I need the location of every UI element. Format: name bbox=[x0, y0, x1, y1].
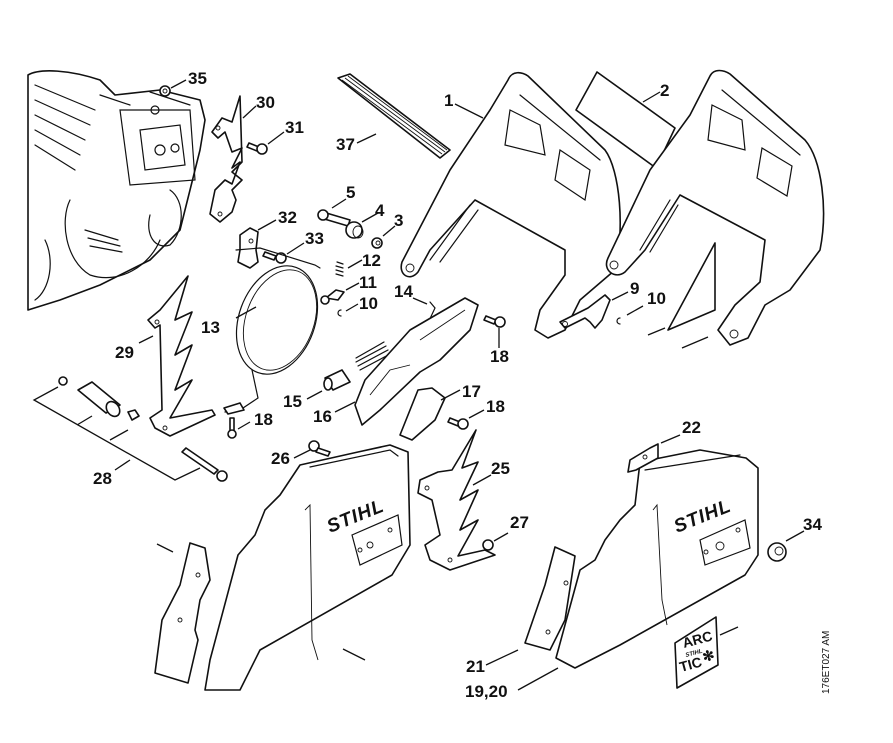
part-30-bumper-spike: 30 bbox=[209, 93, 275, 223]
arctic-badge: ARC STIHL TIC ✻ bbox=[674, 616, 739, 689]
coil-spring bbox=[355, 341, 391, 371]
label-21: 21 bbox=[466, 657, 485, 676]
part-15-sleeve: 15 bbox=[283, 369, 351, 411]
part-26-screw: 26 bbox=[271, 440, 331, 468]
part-13-brake-band: 13 bbox=[201, 247, 321, 415]
part-4-bushing: 4 bbox=[345, 201, 385, 239]
label-11: 11 bbox=[359, 273, 377, 292]
label-31: 31 bbox=[285, 118, 304, 137]
label-15: 15 bbox=[283, 392, 302, 411]
label-18c: 18 bbox=[486, 397, 505, 416]
label-32: 32 bbox=[278, 208, 297, 227]
label-16: 16 bbox=[313, 407, 332, 426]
label-37: 37 bbox=[336, 135, 355, 154]
part-31-screw: 31 bbox=[246, 118, 304, 155]
label-26: 26 bbox=[271, 449, 290, 468]
part-33-screw: 33 bbox=[262, 229, 324, 264]
part-17-lever: 17 bbox=[399, 382, 481, 441]
label-19-20: 19,20 bbox=[465, 682, 508, 701]
label-3: 3 bbox=[394, 211, 403, 230]
label-18b: 18 bbox=[490, 347, 509, 366]
label-30: 30 bbox=[256, 93, 275, 112]
part-16-bell-crank: 16 bbox=[313, 297, 479, 426]
arctic-symbol: ✻ bbox=[701, 646, 716, 664]
label-17: 17 bbox=[462, 382, 481, 401]
label-10a: 10 bbox=[359, 294, 378, 313]
part-18-screw-a: 18 bbox=[227, 410, 273, 439]
label-12: 12 bbox=[362, 251, 381, 270]
label-27: 27 bbox=[510, 513, 529, 532]
part-19-20-sprocket-cover: STIHL 19,20 bbox=[465, 449, 759, 701]
part-21-chain-catcher-insert: 21 bbox=[466, 546, 576, 676]
label-28: 28 bbox=[93, 469, 112, 488]
arctic-middle: STIHL bbox=[685, 649, 704, 659]
part-9-lever-assembly: 9 bbox=[559, 279, 639, 329]
sprocket-cover-left: STIHL bbox=[204, 444, 411, 691]
part-32-chain-catcher: 32 bbox=[237, 208, 297, 269]
part-18-screw-b: 18 bbox=[483, 315, 509, 366]
label-1: 1 bbox=[444, 91, 453, 110]
label-29: 29 bbox=[115, 343, 134, 362]
part-10-eclip-right: 10 bbox=[616, 289, 666, 325]
hand-guard-assembled bbox=[605, 69, 825, 349]
part-10-eclip-left: 10 bbox=[337, 294, 378, 317]
label-35: 35 bbox=[188, 69, 207, 88]
label-10b: 10 bbox=[647, 289, 666, 308]
part-27-nut: 27 bbox=[482, 513, 529, 551]
label-34: 34 bbox=[803, 515, 822, 534]
part-35-nut: 35 bbox=[159, 69, 207, 97]
label-13: 13 bbox=[201, 318, 220, 337]
label-4: 4 bbox=[375, 201, 385, 220]
part-12-spring: 12 bbox=[335, 251, 381, 277]
part-37-rubber-pad: 37 bbox=[336, 73, 451, 159]
chain-catcher-insert-left bbox=[154, 542, 211, 684]
label-22: 22 bbox=[682, 418, 701, 437]
label-14: 14 bbox=[394, 282, 413, 301]
label-9: 9 bbox=[630, 279, 639, 298]
label-2: 2 bbox=[660, 81, 669, 100]
document-id: 176ET027 AM bbox=[821, 631, 832, 694]
label-5: 5 bbox=[346, 183, 355, 202]
part-25-bumper-spike: 25 bbox=[417, 429, 510, 571]
part-29-bumper-spike: 29 bbox=[115, 275, 216, 437]
arctic-line1: ARC bbox=[681, 628, 714, 651]
part-5-screw: 5 bbox=[317, 183, 355, 227]
part-28-fastener-set: 28 bbox=[32, 376, 228, 488]
engine-housing bbox=[27, 70, 206, 311]
label-25: 25 bbox=[491, 459, 510, 478]
part-22-slide: 22 bbox=[627, 418, 701, 473]
part-18-screw-c: 18 bbox=[447, 397, 505, 430]
label-18a: 18 bbox=[254, 410, 273, 429]
part-11-pin: 11 bbox=[320, 273, 377, 305]
label-33: 33 bbox=[305, 229, 324, 248]
part-34-collar-nut: 34 bbox=[767, 515, 822, 562]
part-3-washer: 3 bbox=[371, 211, 403, 249]
arctic-line2: TIC bbox=[678, 654, 704, 675]
